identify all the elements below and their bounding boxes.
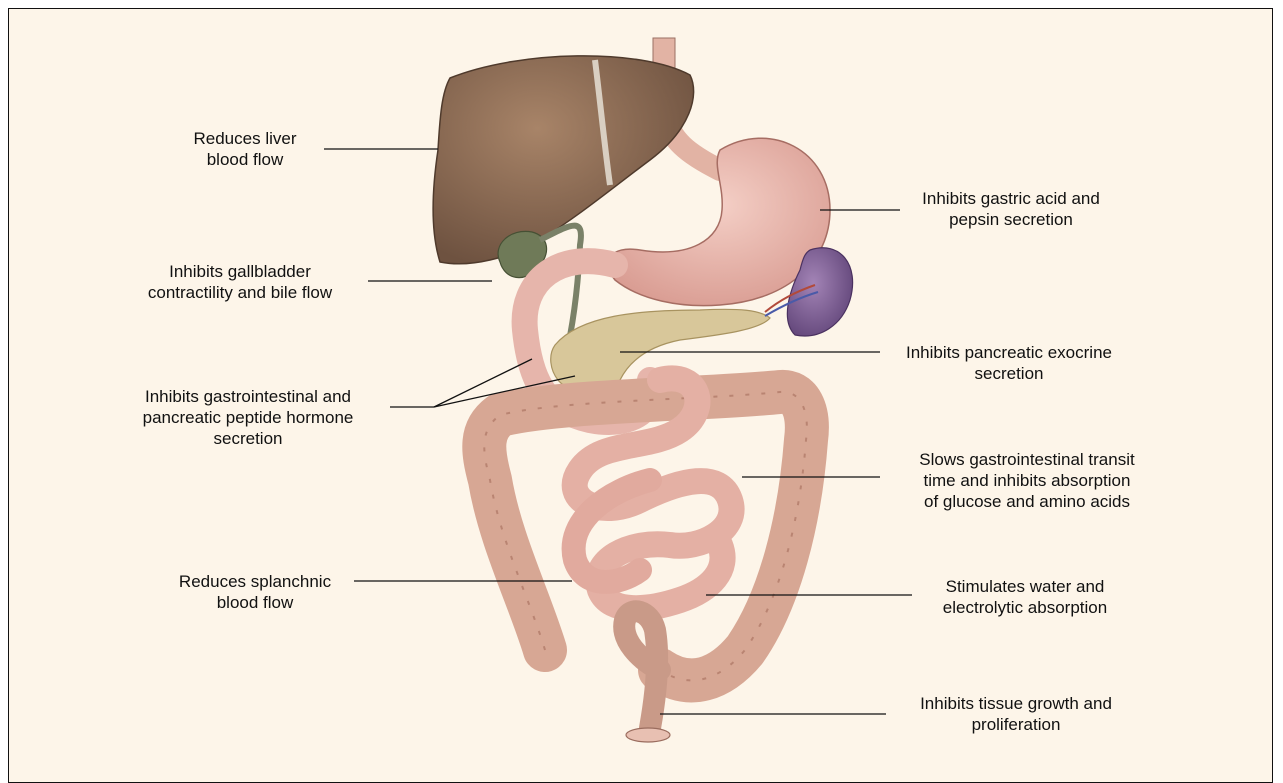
label-water: Stimulates water and electrolytic absorp… (905, 576, 1145, 618)
liver (433, 56, 694, 264)
anus (626, 728, 670, 742)
label-liver: Reduces liver blood flow (150, 128, 340, 170)
label-transit: Slows gastrointestinal transit time and … (880, 449, 1174, 512)
label-gallbladder: Inhibits gallbladder contractility and b… (118, 261, 362, 303)
label-gastric: Inhibits gastric acid and pepsin secreti… (895, 188, 1127, 230)
label-gi-hormone: Inhibits gastrointestinal and pancreatic… (108, 386, 388, 449)
label-splanchnic: Reduces splanchnic blood flow (150, 571, 360, 613)
label-pancreatic: Inhibits pancreatic exocrine secretion (880, 342, 1138, 384)
rectum (624, 611, 660, 728)
label-tissue: Inhibits tissue growth and proliferation (880, 693, 1152, 735)
